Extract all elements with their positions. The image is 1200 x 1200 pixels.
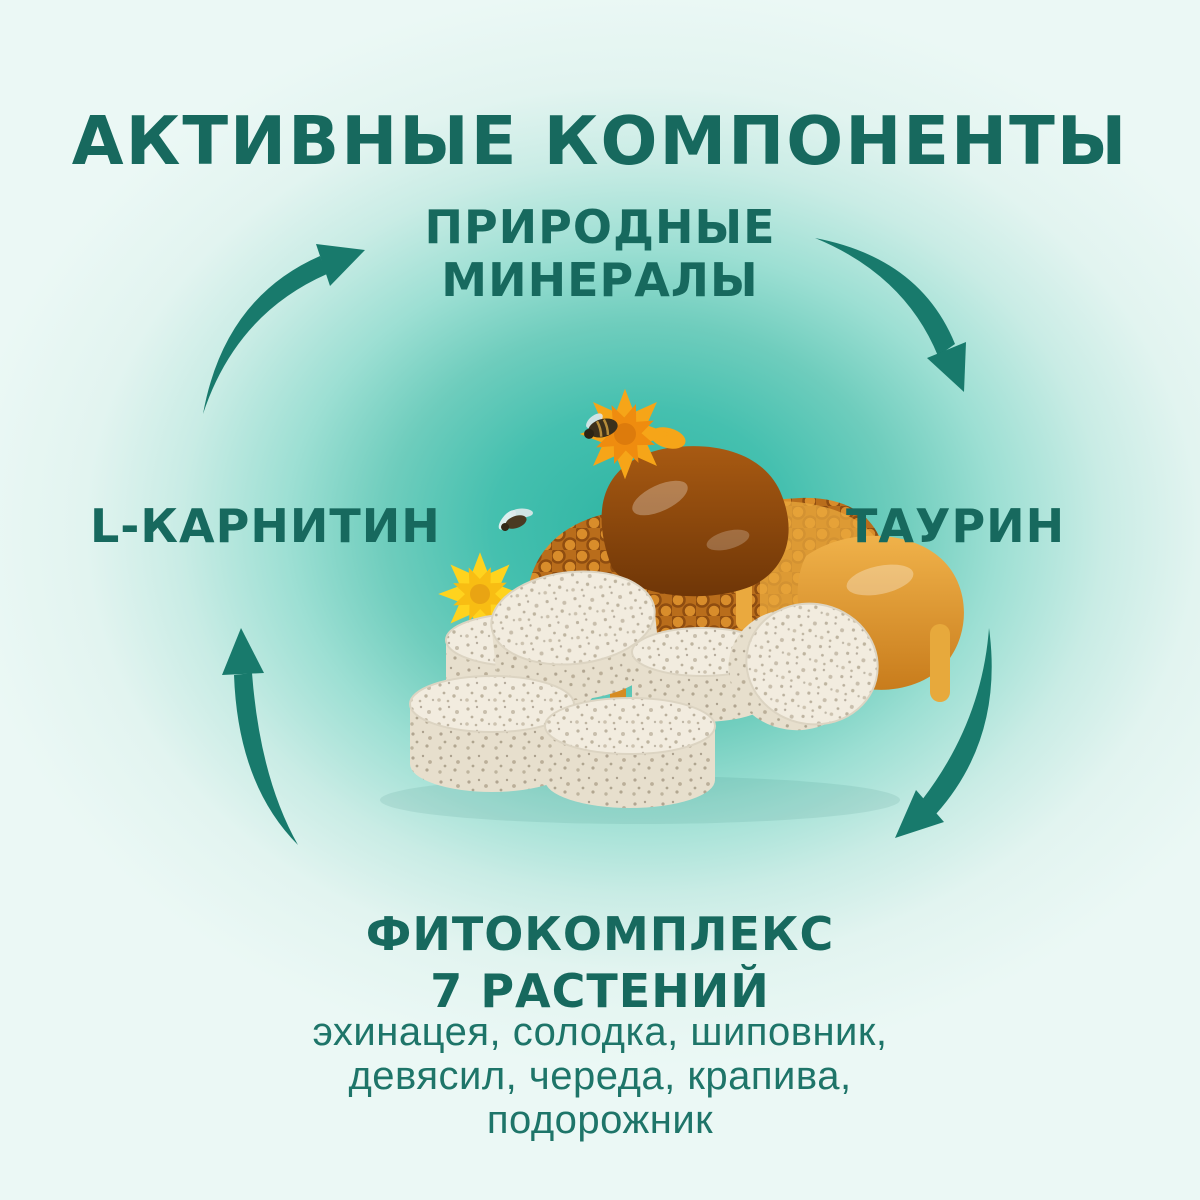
product-photo <box>380 388 964 824</box>
curved-arrow-bottom-to-left-icon <box>222 628 298 845</box>
component-label-taurine: ТАУРИН <box>846 499 1066 553</box>
plant-list-line-3: подорожник <box>486 1098 714 1142</box>
tablet <box>728 602 879 731</box>
component-label-l-carnitine: L-КАРНИТИН <box>90 499 441 553</box>
plant-list: эхинацея, солодка, шиповник, девясил, че… <box>0 1010 1200 1142</box>
calendula-flower-icon <box>579 388 686 480</box>
component-label-phytocomplex: ФИТОКОМПЛЕКС 7 РАСТЕНИЙ <box>0 906 1200 1020</box>
phytocomplex-line-2: 7 РАСТЕНИЙ <box>430 964 770 1018</box>
plant-list-line-1: эхинацея, солодка, шиповник, <box>312 1010 888 1054</box>
curved-arrow-right-to-bottom-icon <box>895 628 992 838</box>
minerals-line-1: ПРИРОДНЫЕ <box>424 200 776 254</box>
plant-list-line-2: девясил, череда, крапива, <box>348 1054 852 1098</box>
page-title: АКТИВНЫЕ КОМПОНЕНТЫ <box>71 101 1129 180</box>
component-label-minerals: ПРИРОДНЫЕ МИНЕРАЛЫ <box>0 201 1200 307</box>
tablet <box>490 570 660 701</box>
curved-arrow-top-to-right-icon <box>815 238 966 392</box>
tablet <box>544 697 716 808</box>
minerals-line-2: МИНЕРАЛЫ <box>441 253 759 307</box>
yellow-flower-icon <box>438 552 522 636</box>
phytocomplex-line-1: ФИТОКОМПЛЕКС <box>365 907 835 961</box>
curved-arrow-left-to-top-icon <box>203 244 365 414</box>
bee-on-flower-icon <box>584 413 618 439</box>
bee-flying-icon <box>498 508 533 532</box>
